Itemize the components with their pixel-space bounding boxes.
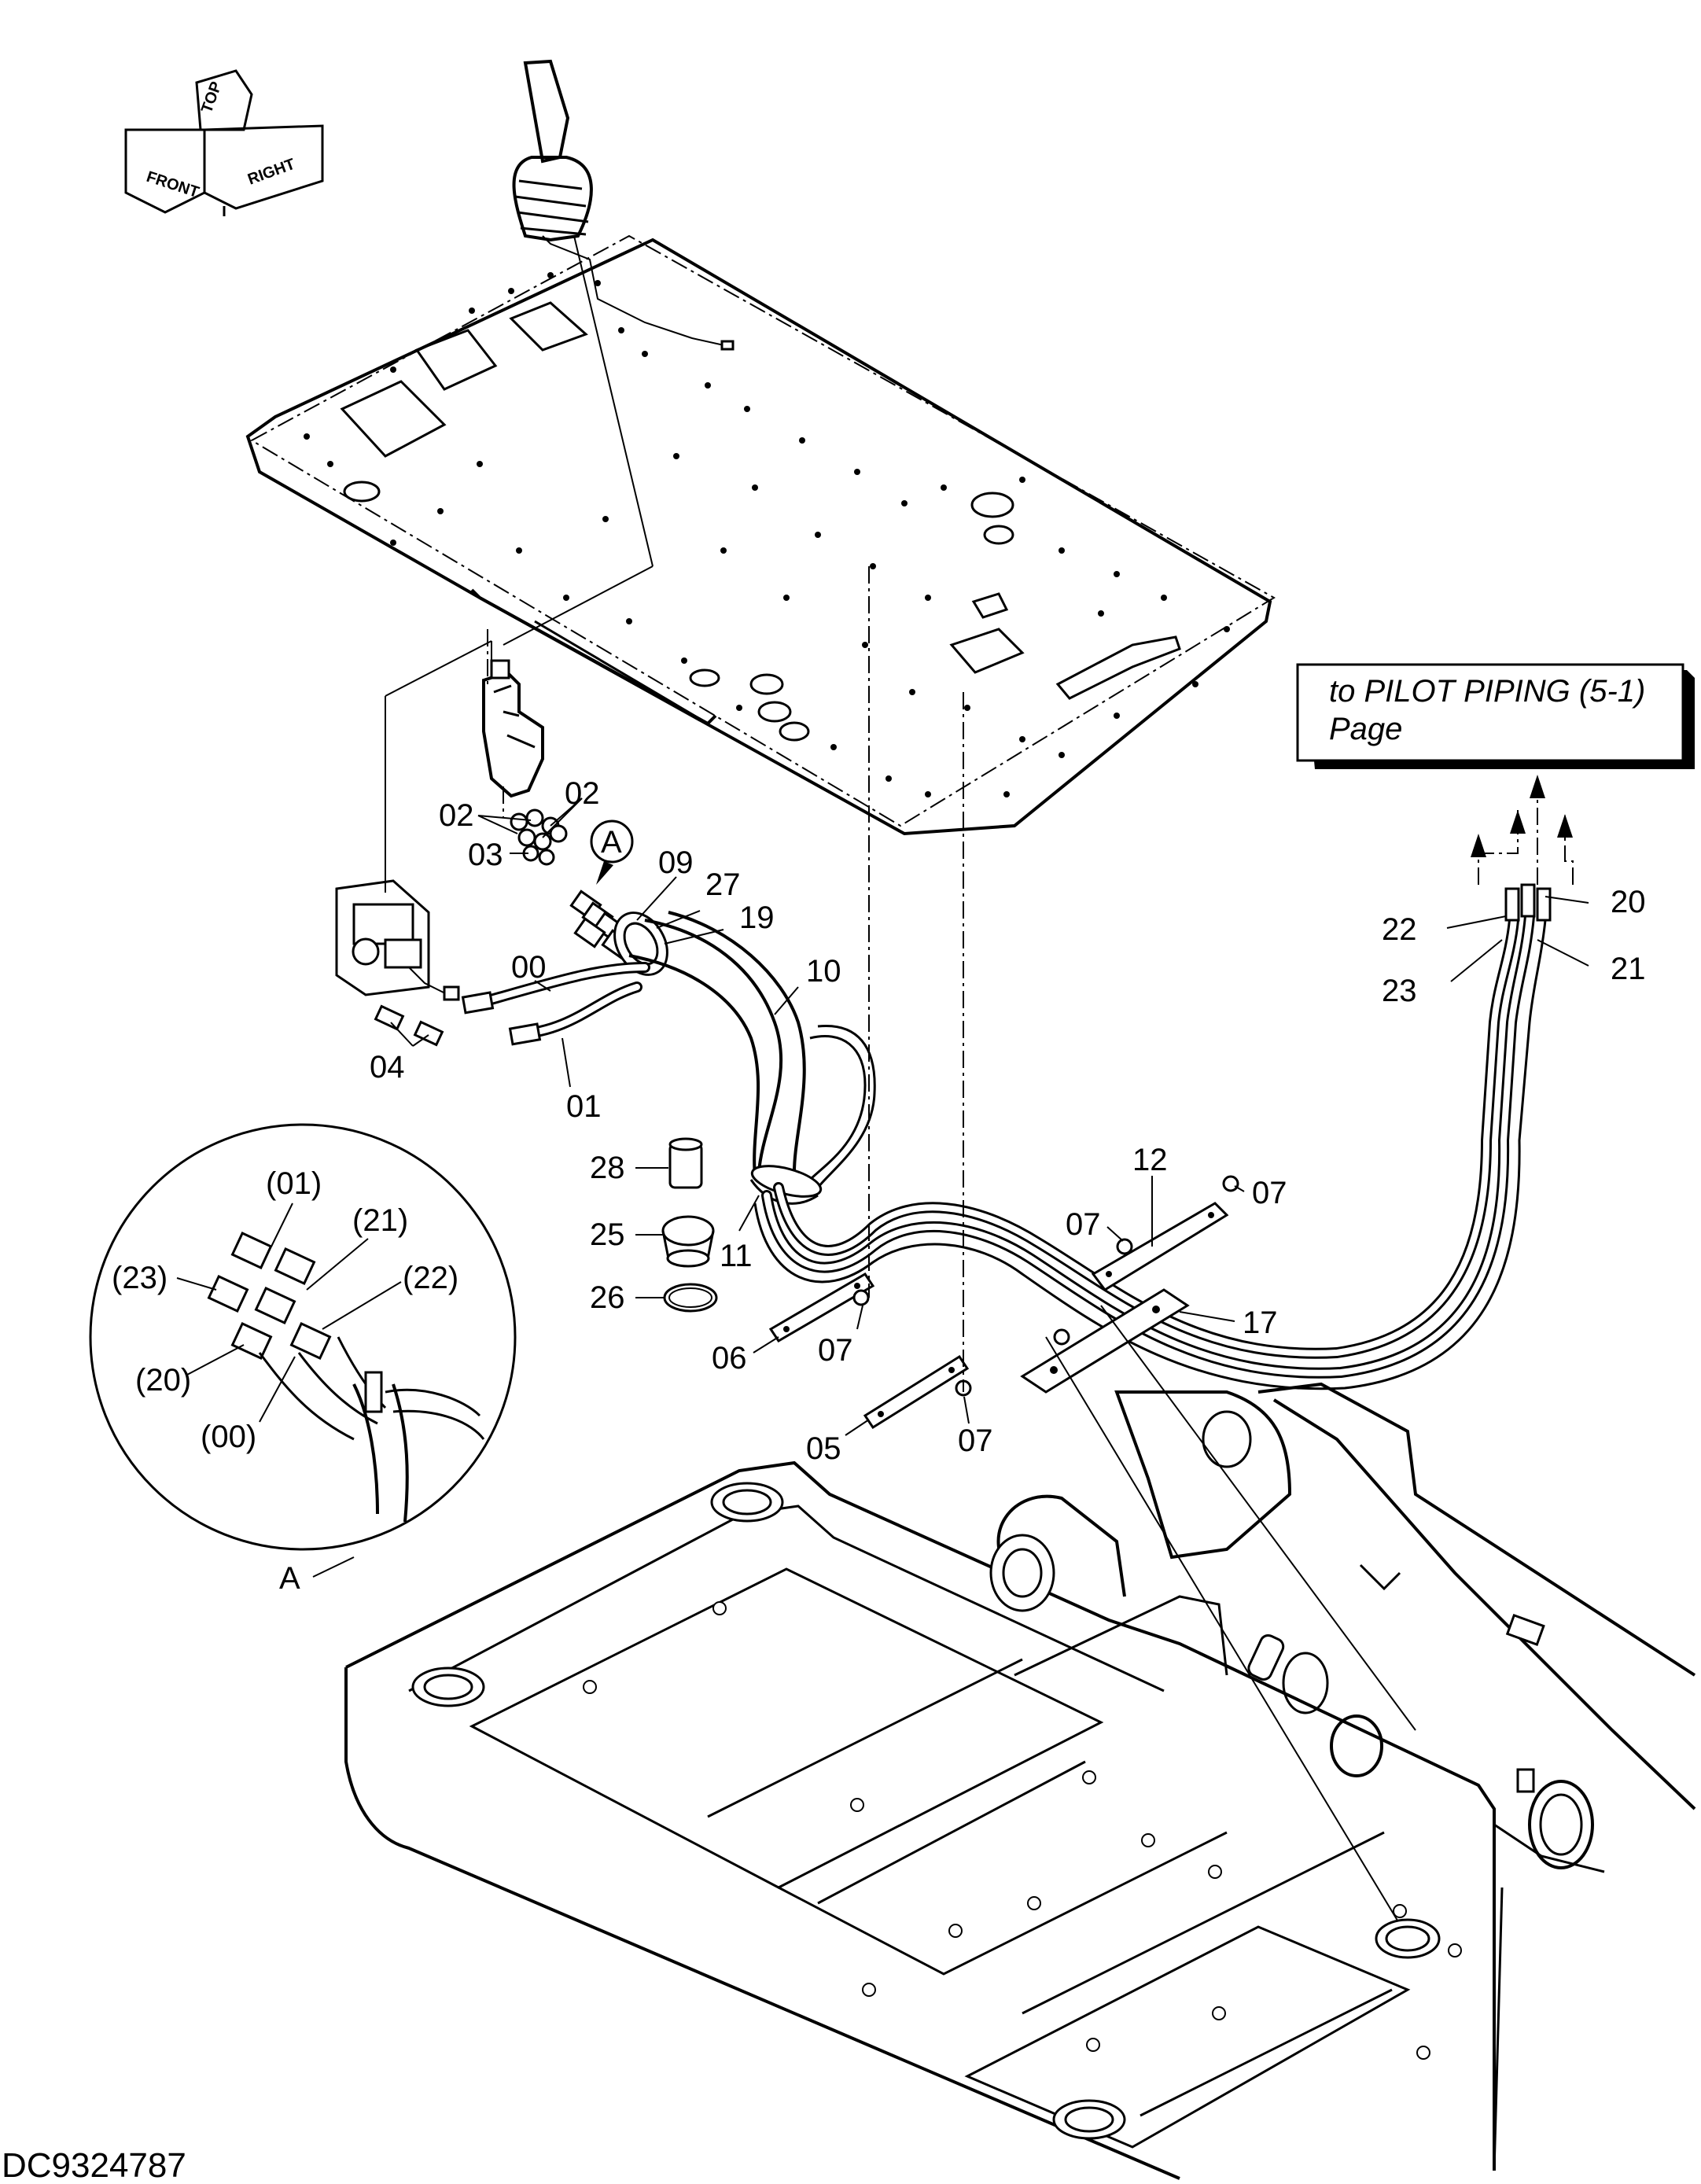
short-hoses [461, 962, 650, 1046]
detail-callout-22: (22) [403, 1261, 458, 1295]
leader-lines [176, 797, 1589, 1436]
callout-09: 09 [658, 845, 694, 880]
detail-callout-23: (23) [112, 1261, 168, 1295]
rubber-seals [510, 808, 568, 866]
callout-04: 04 [370, 1050, 405, 1085]
callout-07-b: 07 [1066, 1207, 1101, 1242]
callout-02-right: 02 [565, 776, 600, 811]
cap-28 [668, 1137, 703, 1189]
solenoid-valve [335, 879, 460, 1001]
reference-note-line2: Page [1329, 712, 1402, 746]
callout-07-a: 07 [1252, 1176, 1287, 1210]
callout-26: 26 [590, 1280, 625, 1315]
upper-frame [344, 1382, 1696, 2180]
plate-06 [768, 1272, 875, 1343]
callout-07-c: 07 [818, 1333, 853, 1368]
detail-callout-00: (00) [201, 1420, 256, 1454]
detail-callout-20: (20) [135, 1363, 191, 1398]
callout-06: 06 [712, 1341, 747, 1376]
callout-25: 25 [590, 1217, 625, 1252]
reference-note-line1: to PILOT PIPING (5-1) [1329, 674, 1645, 709]
detail-view-a: A [89, 1123, 517, 1596]
control-lever [512, 59, 735, 351]
reference-note: to PILOT PIPING (5-1) Page [1296, 663, 1695, 769]
hose-bundle [628, 911, 876, 1205]
callout-10: 10 [806, 954, 841, 989]
pilot-hoses [753, 883, 1552, 1390]
orientation-front-label: FRONT [144, 168, 201, 201]
orientation-symbol: FRONT TOP RIGHT [124, 69, 324, 216]
alignment-lines [385, 235, 1574, 1951]
callout-02-left: 02 [439, 798, 474, 833]
callout-21: 21 [1611, 952, 1646, 986]
detail-callout-21: (21) [352, 1203, 408, 1238]
callout-labels: 02 02 03 09 27 19 00 10 04 01 28 25 11 2… [112, 776, 1646, 1466]
detail-fittings [207, 1231, 485, 1523]
callout-05: 05 [806, 1431, 841, 1466]
callout-23: 23 [1382, 974, 1417, 1008]
adapter-fittings [374, 1004, 444, 1047]
plate-12 [1091, 1202, 1229, 1291]
cab-floor-plate [245, 234, 1276, 836]
callout-28: 28 [590, 1151, 625, 1185]
callout-19: 19 [739, 900, 775, 935]
callout-11: 11 [720, 1239, 753, 1273]
orientation-right-label: RIGHT [245, 156, 297, 189]
callout-17: 17 [1243, 1306, 1278, 1340]
callout-12: 12 [1132, 1143, 1168, 1177]
hose-grommet [613, 912, 668, 976]
pilot-valve [482, 659, 544, 798]
document-id: DC9324787 [2, 2146, 186, 2184]
callout-00: 00 [511, 950, 547, 985]
callout-07-d: 07 [958, 1423, 993, 1458]
grommet-25 [661, 1215, 715, 1268]
callout-01: 01 [566, 1089, 602, 1124]
callout-22: 22 [1382, 912, 1417, 947]
bolts-07 [852, 1175, 1239, 1397]
detail-callout-01: (01) [266, 1166, 322, 1201]
orientation-top-label: TOP [198, 79, 226, 116]
detail-marker-a: A [590, 819, 634, 885]
pilot-piping-arrows [1471, 775, 1573, 857]
plate-05 [863, 1354, 970, 1430]
o-ring-26 [663, 1283, 718, 1313]
callout-27: 27 [705, 867, 741, 902]
callout-03: 03 [468, 838, 503, 872]
detail-marker-label: A [601, 825, 622, 860]
detail-view-label: A [279, 1561, 300, 1596]
callout-20: 20 [1611, 885, 1646, 919]
